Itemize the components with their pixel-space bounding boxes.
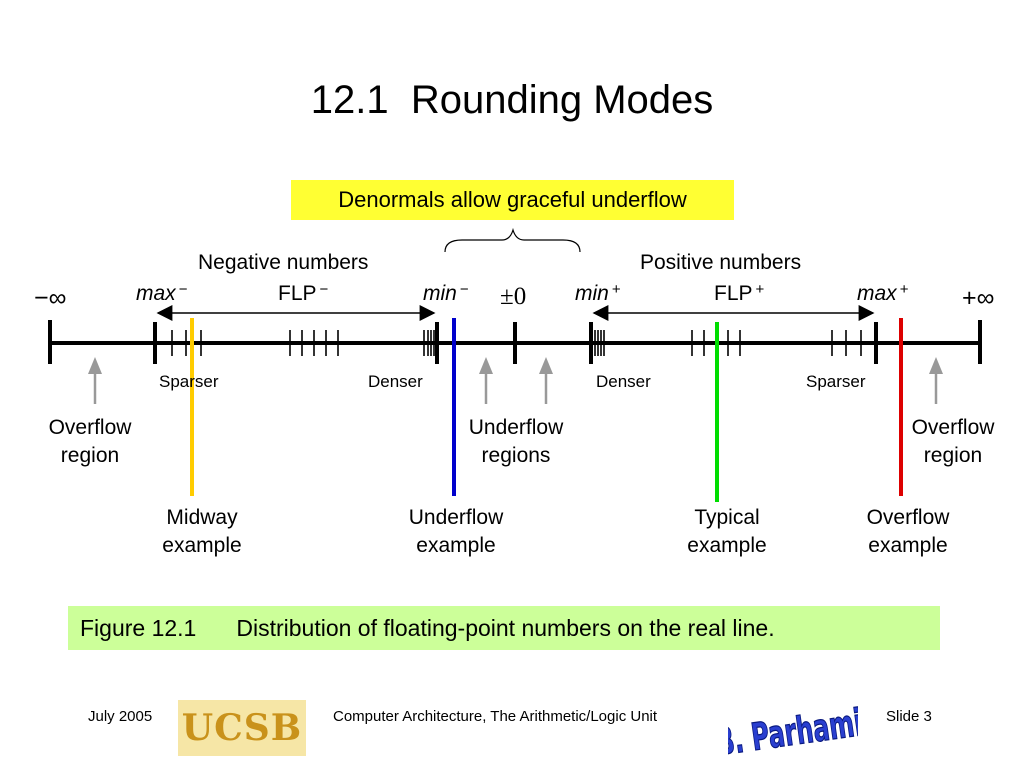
- callout-text: Denormals allow graceful underflow: [338, 187, 687, 212]
- figure-caption-text: Distribution of floating-point numbers o…: [236, 614, 775, 641]
- up-arrow-icon: [88, 357, 102, 404]
- figure-caption: Figure 12.1 Distribution of floating-poi…: [68, 606, 940, 650]
- region-arrows: [88, 357, 943, 404]
- slide-title: 12.1 Rounding Modes: [310, 78, 714, 122]
- brace: [444, 227, 581, 253]
- author-logo-text: B. Parhami: [728, 702, 858, 762]
- min-neg-label: min−: [423, 281, 469, 305]
- figure-number: Figure 12.1: [80, 614, 197, 641]
- denser-left-label: Denser: [368, 372, 423, 391]
- ucsb-logo: UCSB: [178, 700, 306, 756]
- underflow-regions-label: Underflow regions: [468, 416, 564, 467]
- footer-date: July 2005: [88, 708, 153, 725]
- up-arrow-icon: [479, 357, 493, 404]
- max-neg-label: max−: [136, 281, 188, 305]
- typical-example-label: Typical example: [687, 506, 767, 557]
- footer-slide-number: Slide 3: [886, 708, 932, 725]
- flp-pos-label: FLP+: [714, 281, 765, 305]
- flp-neg-label: FLP−: [278, 281, 329, 305]
- overflow-region-right-label: Overflow region: [911, 416, 995, 467]
- negative-numbers-label: Negative numbers: [198, 251, 369, 274]
- underflow-example-label: Underflow example: [408, 506, 504, 557]
- overflow-region-left-label: Overflow region: [48, 416, 132, 467]
- minor-ticks-neg: [171, 330, 435, 356]
- denser-right-label: Denser: [596, 372, 651, 391]
- pos-infinity-label: +∞: [962, 284, 995, 312]
- neg-infinity-label: −∞: [34, 284, 67, 312]
- overflow-example-label: Overflow example: [866, 506, 950, 557]
- positive-numbers-label: Positive numbers: [640, 251, 802, 274]
- zero-label: ±0: [500, 283, 527, 310]
- author-logo: B. Parhami: [728, 701, 858, 762]
- callout-box: Denormals allow graceful underflow: [291, 180, 734, 220]
- midway-example-label: Midway example: [162, 506, 242, 557]
- min-pos-label: min+: [575, 281, 621, 305]
- max-pos-label: max+: [857, 281, 909, 305]
- major-ticks: [48, 320, 982, 364]
- up-arrow-icon: [929, 357, 943, 404]
- ucsb-logo-text: UCSB: [181, 707, 303, 749]
- sparser-right-label: Sparser: [806, 372, 866, 391]
- up-arrow-icon: [539, 357, 553, 404]
- footer-course-title: Computer Architecture, The Arithmetic/Lo…: [333, 708, 658, 725]
- sparser-left-label: Sparser: [159, 372, 219, 391]
